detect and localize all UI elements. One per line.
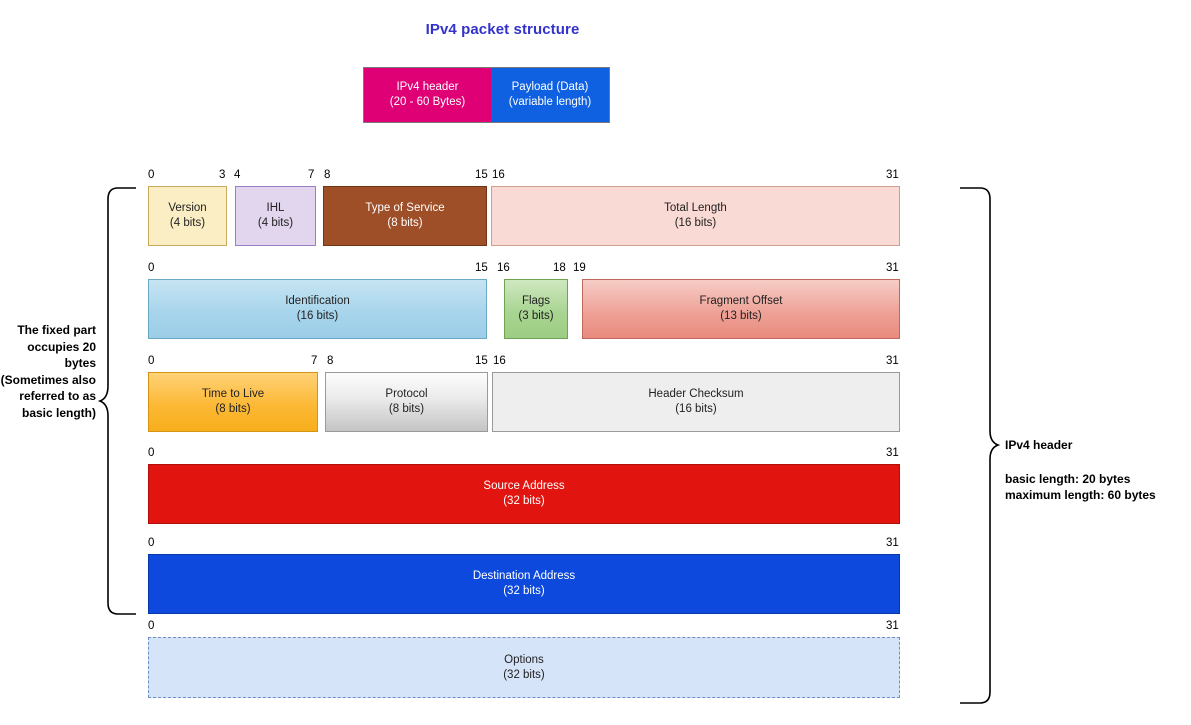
bit-tick: 15 xyxy=(475,262,488,274)
field-bits: (13 bits) xyxy=(720,310,762,322)
bit-tick: 16 xyxy=(493,355,506,367)
overview-payload-size: (variable length) xyxy=(508,96,592,108)
header-row-2: 0 15 16 18 19 31 Identification (16 bits… xyxy=(148,262,900,339)
field-bits: (16 bits) xyxy=(296,310,339,322)
field-label: Version xyxy=(168,202,207,214)
field-bits: (8 bits) xyxy=(387,217,423,229)
field-bits: (4 bits) xyxy=(257,217,294,229)
field-label: Type of Service xyxy=(365,202,445,214)
field-version: Version (4 bits) xyxy=(148,186,227,246)
field-spacer xyxy=(568,279,582,339)
bit-tick: 16 xyxy=(497,262,510,274)
bit-tick: 16 xyxy=(492,169,505,181)
field-bits: (8 bits) xyxy=(215,403,251,415)
field-label: Total Length xyxy=(664,202,727,214)
field-label: Identification xyxy=(285,295,350,307)
bit-ruler-row-4: 0 31 xyxy=(148,447,900,464)
field-bits: (32 bits) xyxy=(503,668,545,681)
bit-tick: 31 xyxy=(886,620,899,632)
field-bits: (8 bits) xyxy=(388,403,425,415)
overview-ipv4-header-block: IPv4 header (20 - 60 Bytes) xyxy=(364,68,491,122)
ipv4-header-brace xyxy=(960,187,1001,704)
field-type-of-service: Type of Service (8 bits) xyxy=(323,186,487,246)
overview-payload-block: Payload (Data) (variable length) xyxy=(491,68,609,122)
bit-tick: 19 xyxy=(573,262,586,274)
annotation-title: IPv4 header xyxy=(1005,438,1073,452)
field-ihl: IHL (4 bits) xyxy=(235,186,316,246)
header-row-3: 0 7 8 15 16 31 Time to Live (8 bits) Pro… xyxy=(148,355,900,432)
field-options: Options (32 bits) xyxy=(148,637,900,698)
header-row-4: 0 31 Source Address (32 bits) xyxy=(148,447,900,524)
bit-tick: 0 xyxy=(148,355,155,367)
header-row-1: 0 3 4 7 8 15 16 31 Version (4 bits) IHL … xyxy=(148,169,900,246)
field-spacer xyxy=(227,186,235,246)
bit-tick: 0 xyxy=(148,262,155,274)
field-source-address: Source Address (32 bits) xyxy=(148,464,900,524)
bit-ruler-row-5: 0 31 xyxy=(148,537,900,554)
bit-tick: 15 xyxy=(475,169,488,181)
bit-tick: 0 xyxy=(148,447,155,459)
fixed-part-annotation: The fixed part occupies 20 bytes (Someti… xyxy=(0,323,96,420)
annotation-basic-length: basic length: 20 bytes xyxy=(1005,472,1131,486)
field-label: Options xyxy=(504,653,544,666)
field-flags: Flags (3 bits) xyxy=(504,279,568,339)
overview-header-label: IPv4 header xyxy=(396,81,459,93)
field-spacer xyxy=(487,279,504,339)
bit-ruler-row-6: 0 31 xyxy=(148,620,900,637)
field-total-length: Total Length (16 bits) xyxy=(491,186,900,246)
header-row-5: 0 31 Destination Address (32 bits) xyxy=(148,537,900,614)
bit-tick: 7 xyxy=(311,355,318,367)
annotation-maximum-length: maximum length: 60 bytes xyxy=(1005,488,1156,502)
field-time-to-live: Time to Live (8 bits) xyxy=(148,372,318,432)
overview-header-size: (20 - 60 Bytes) xyxy=(389,96,466,108)
bit-tick: 4 xyxy=(234,169,241,181)
bit-tick: 7 xyxy=(308,169,315,181)
field-bits: (4 bits) xyxy=(169,217,206,229)
overview-payload-label: Payload (Data) xyxy=(511,81,589,93)
bit-tick: 31 xyxy=(886,169,899,181)
bit-tick: 0 xyxy=(148,620,155,632)
field-label: IHL xyxy=(266,202,285,214)
field-label: Destination Address xyxy=(472,570,576,582)
field-spacer xyxy=(318,372,325,432)
field-bits: (16 bits) xyxy=(674,217,717,229)
field-label: Flags xyxy=(521,295,551,307)
page-title: IPv4 packet structure xyxy=(425,21,580,38)
field-identification: Identification (16 bits) xyxy=(148,279,487,339)
bit-tick: 31 xyxy=(886,355,899,367)
field-label: Fragment Offset xyxy=(699,295,783,307)
bit-ruler-row-3: 0 7 8 15 16 31 xyxy=(148,355,900,372)
bit-tick: 3 xyxy=(219,169,226,181)
packet-overview: IPv4 header (20 - 60 Bytes) Payload (Dat… xyxy=(363,67,610,123)
field-destination-address: Destination Address (32 bits) xyxy=(148,554,900,614)
field-bits: (32 bits) xyxy=(503,585,545,597)
bit-tick: 31 xyxy=(886,537,899,549)
bit-tick: 0 xyxy=(148,169,155,181)
bit-tick: 15 xyxy=(475,355,488,367)
ipv4-header-annotation: IPv4 header basic length: 20 bytes maxim… xyxy=(1005,437,1191,503)
bit-ruler-row-2: 0 15 16 18 19 31 xyxy=(148,262,900,279)
field-bits: (16 bits) xyxy=(675,403,717,415)
bit-tick: 31 xyxy=(886,262,899,274)
field-protocol: Protocol (8 bits) xyxy=(325,372,488,432)
field-label: Source Address xyxy=(483,480,565,492)
field-header-checksum: Header Checksum (16 bits) xyxy=(492,372,900,432)
fixed-part-brace xyxy=(98,187,136,615)
field-label: Protocol xyxy=(385,388,428,400)
field-fragment-offset: Fragment Offset (13 bits) xyxy=(582,279,900,339)
bit-ruler-row-1: 0 3 4 7 8 15 16 31 xyxy=(148,169,900,186)
field-bits: (3 bits) xyxy=(518,310,554,322)
bit-tick: 18 xyxy=(553,262,566,274)
header-row-6: 0 31 Options (32 bits) xyxy=(148,620,900,698)
field-label: Time to Live xyxy=(201,388,265,400)
field-bits: (32 bits) xyxy=(503,495,545,507)
bit-tick: 8 xyxy=(327,355,334,367)
field-label: Header Checksum xyxy=(648,388,744,400)
bit-tick: 8 xyxy=(324,169,331,181)
field-spacer xyxy=(316,186,323,246)
bit-tick: 0 xyxy=(148,537,155,549)
bit-tick: 31 xyxy=(886,447,899,459)
